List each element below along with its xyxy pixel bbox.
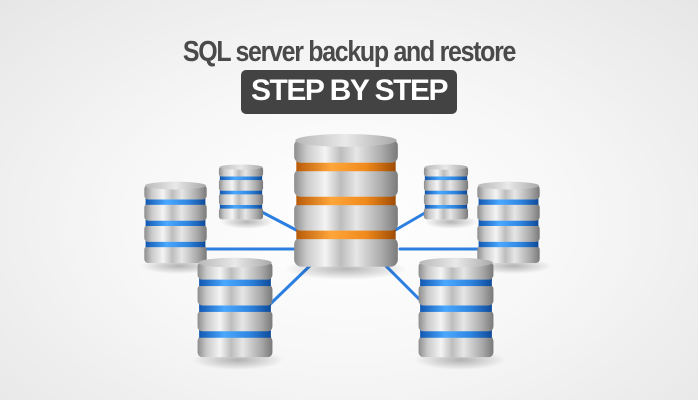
badge-container: STEP BY STEP — [0, 70, 698, 114]
database-icon — [477, 181, 540, 264]
step-by-step-badge: STEP BY STEP — [241, 70, 457, 114]
database-icon — [418, 257, 494, 358]
page-title: SQL server backup and restore — [182, 36, 517, 68]
database-icon — [423, 164, 469, 220]
database-icon — [144, 181, 207, 264]
database-icon — [197, 257, 273, 358]
database-icon — [218, 164, 264, 220]
database-server-icon — [294, 134, 398, 267]
